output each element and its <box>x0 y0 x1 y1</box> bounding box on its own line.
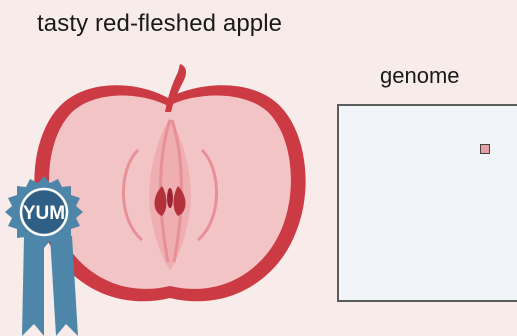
badge-text: YUM <box>23 203 65 224</box>
genome-box <box>337 104 517 302</box>
genome-label: genome <box>380 63 460 89</box>
ribbon-tail-left <box>22 236 44 336</box>
award-ribbon: YUM <box>5 176 83 336</box>
gene-marker <box>480 144 490 154</box>
apple <box>34 64 305 301</box>
